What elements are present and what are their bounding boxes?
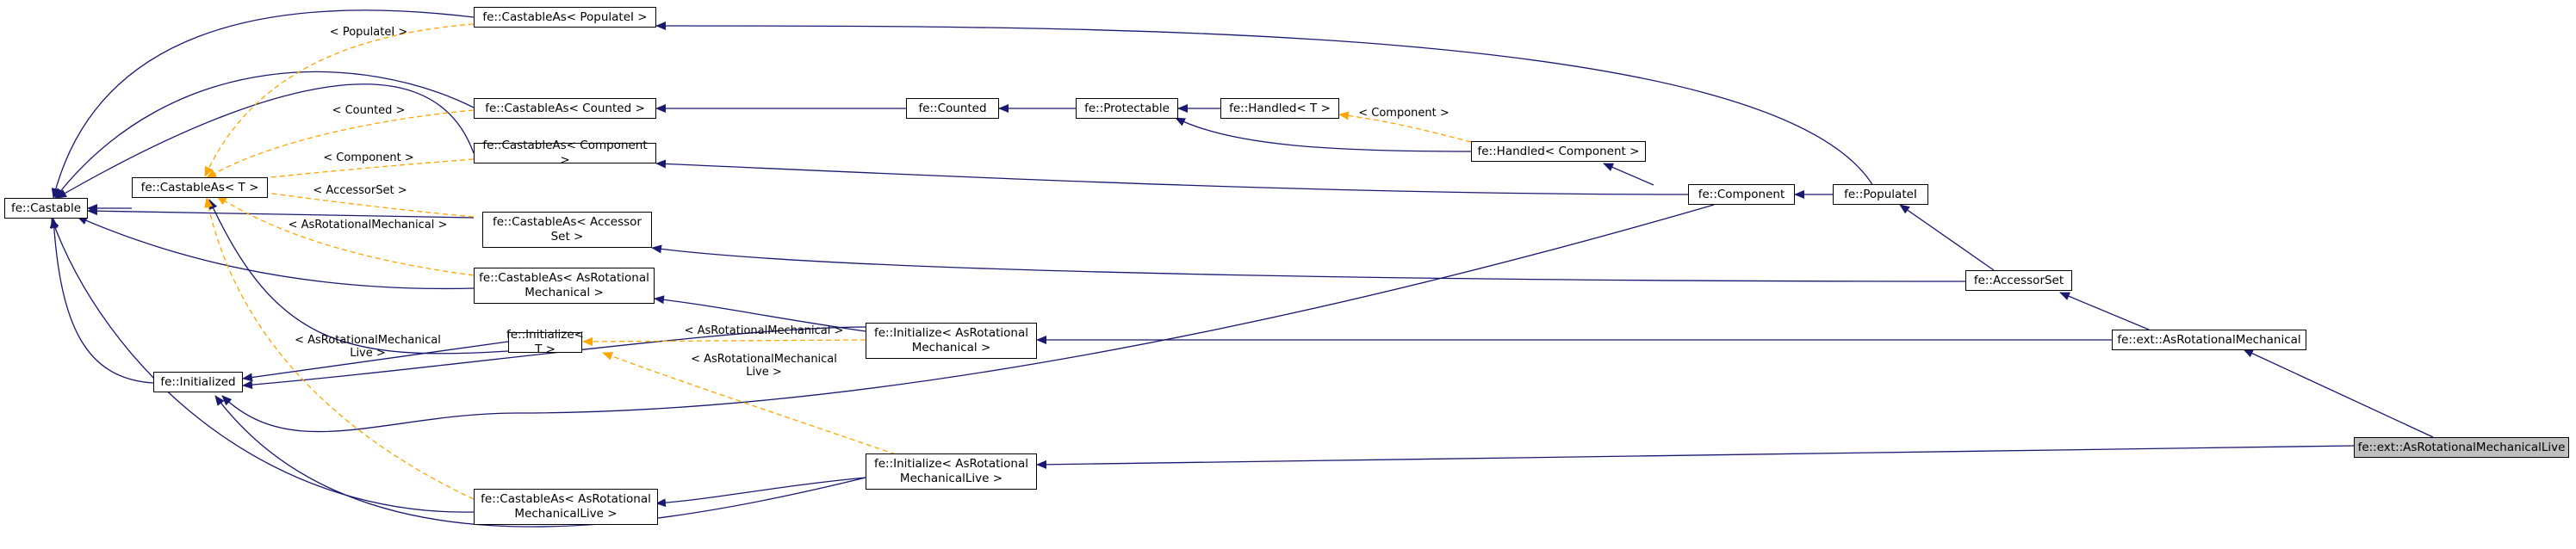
node-component[interactable]: fe::Component [1688,184,1795,205]
edge-castable-asrot-initialize-asrot [654,295,866,332]
node-protectable[interactable]: fe::Protectable [1076,98,1178,119]
node-asrotational-mechanical[interactable]: fe::ext::AsRotationalMechanical [2112,330,2306,350]
node-handled-t[interactable]: fe::Handled< T > [1220,98,1339,119]
edge-label-component: < Component > [323,151,414,164]
edge-initialize-asrotlive-asrotmechlive [1036,445,2355,469]
node-castable[interactable]: fe::Castable [4,198,88,219]
node-castable-as-populatei[interactable]: fe::CastableAs< PopulateI > [474,7,656,28]
edge-tmpl-asrotlive-initialize [602,352,897,455]
node-initialize-asrotational[interactable]: fe::Initialize< AsRotational Mechanical … [866,323,1037,359]
edge-tmpl-asrot-initialize [582,336,866,346]
edge-label-asrotlive-initialize: < AsRotationalMechanical Live > [691,353,837,379]
edge-castable-initialized [49,218,154,384]
node-asrotational-mechanical-live[interactable]: fe::ext::AsRotationalMechanicalLive [2354,437,2569,458]
edge-label-handled-component: < Component > [1358,107,1449,120]
edge-castable-t-initialize-t [208,199,509,355]
node-castable-as-counted[interactable]: fe::CastableAs< Counted > [474,98,656,119]
edge-castable-castable-asrot [77,216,475,290]
edge-label-counted: < Counted > [332,104,406,117]
edge-label-populatei: < PopulateI > [329,26,408,39]
edge-protectable-handled-component [1175,117,1472,152]
edge-accessorset-asrotmech [2059,292,2150,330]
edge-castable-castable-accessorset [87,207,475,219]
edge-castable-castable-counted [54,71,475,199]
edge-castable-populatei-populatei [655,22,1874,187]
node-castable-as-asrotational-live[interactable]: fe::CastableAs< AsRotational MechanicalL… [474,489,658,525]
node-castable-as-component[interactable]: fe::CastableAs< Component > [474,139,656,167]
node-handled-component[interactable]: fe::Handled< Component > [1471,141,1646,162]
node-castable-as-t[interactable]: fe::CastableAs< T > [132,177,268,198]
edge-label-asrotlive-castable: < AsRotationalMechanical Live > [295,334,441,360]
edge-tmpl-populatei [204,23,475,177]
node-populatei[interactable]: fe::PopulateI [1833,184,1928,205]
edge-castable-castable-populatei [51,9,475,199]
edge-tmpl-asrotlive-castable [204,197,475,500]
edge-label-asrot-initialize: < AsRotationalMechanical > [684,324,844,337]
edge-initialized-initialize-t [242,341,509,382]
edge-asrotmech-asrotmechlive [2243,349,2434,438]
node-initialize-asrotational-live[interactable]: fe::Initialize< AsRotational MechanicalL… [866,453,1037,490]
edge-populatei-accessorset [1899,204,1995,271]
edge-castable-castable-component [56,83,475,199]
edge-initialized-initialize-asrotlive [214,395,866,527]
node-initialize-t[interactable]: fe::Initialize< T > [506,328,584,356]
edge-castable-castable-asrotlive [51,218,475,513]
edge-initialized-component [221,204,1715,433]
edge-castable-component-component [655,159,1689,195]
edge-castable-asrotlive-initialize-asrotlive [655,477,866,508]
edge-label-accessorset: < AccessorSet > [313,184,407,197]
edge-label-asrot-castable: < AsRotationalMechanical > [288,219,448,231]
node-castable-as-asrotational[interactable]: fe::CastableAs< AsRotational Mechanical … [474,268,655,304]
edge-tmpl-asrot-castable [216,195,475,276]
node-initialized[interactable]: fe::Initialized [153,372,243,392]
node-accessorset[interactable]: fe::AccessorSet [1965,270,2072,291]
edge-castable-accessorset-accessorset [651,244,1966,282]
node-castable-as-accessorset[interactable]: fe::CastableAs< Accessor Set > [482,212,652,248]
edge-tmpl-counted [206,109,475,179]
node-counted[interactable]: fe::Counted [906,98,999,119]
edge-handled-component-component [1603,163,1654,186]
